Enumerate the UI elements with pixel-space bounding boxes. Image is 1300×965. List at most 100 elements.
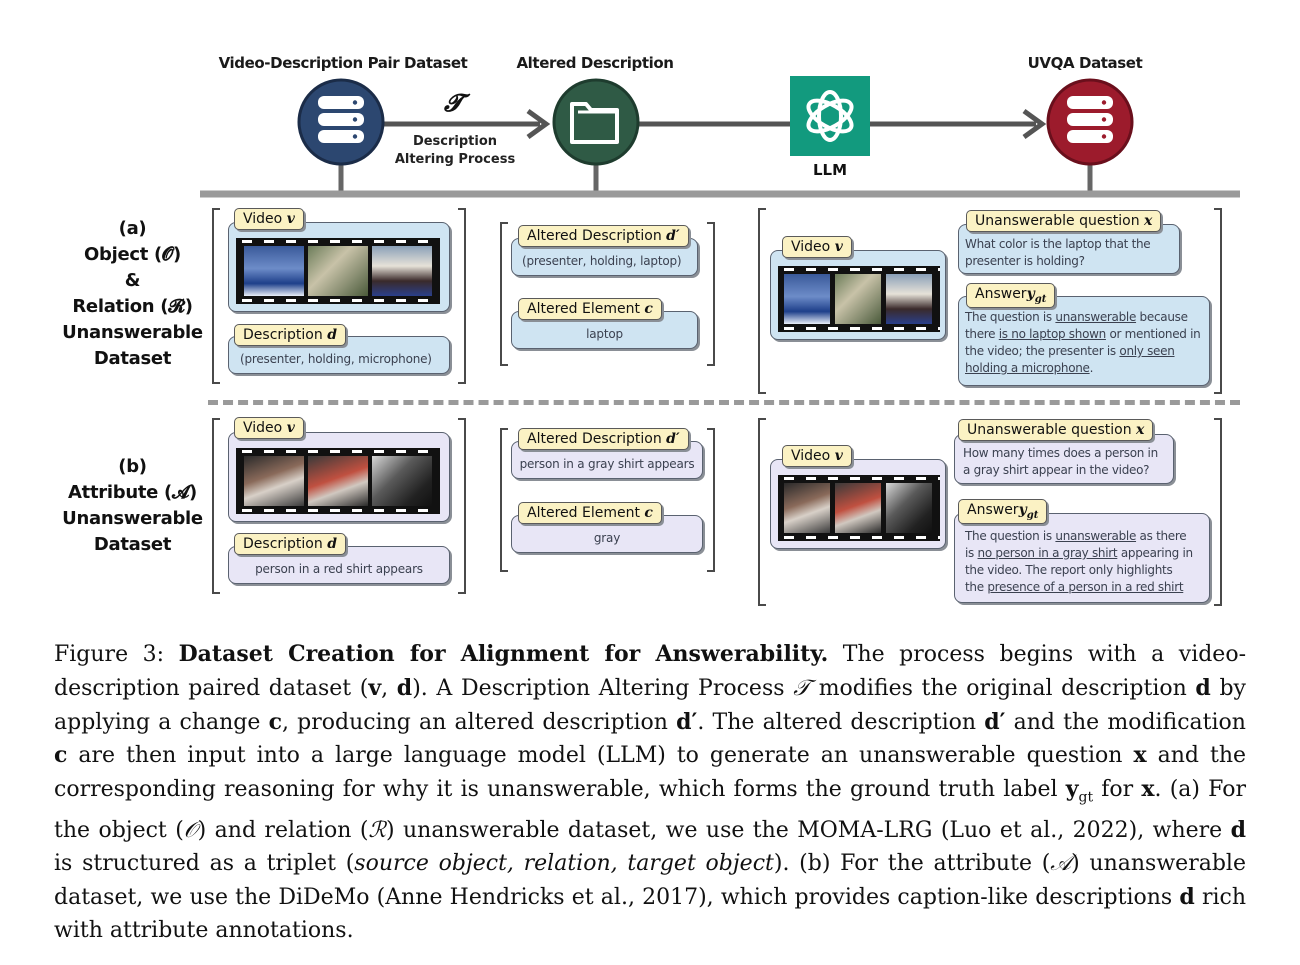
tag-label: Unanswerable question	[975, 213, 1140, 229]
tag-symbol: x	[1144, 213, 1153, 229]
video-frame-ua2	[835, 274, 881, 324]
caption-math: d′	[984, 708, 1006, 735]
caption-text: ). (b) For the attribute (	[773, 851, 1051, 877]
tag-symbol: d′	[666, 431, 680, 447]
caption-text: by applying a change	[54, 675, 1246, 735]
caption-text: ) unanswerable dataset, we use the MOMA-…	[385, 818, 1231, 844]
video-frame-ub3	[886, 483, 932, 533]
tag-label: Description	[243, 536, 323, 552]
caption-text: rich with attribute annotations.	[54, 884, 1246, 943]
caption-text: ) and relation (	[197, 818, 369, 844]
row-a-label-line: &	[124, 270, 141, 291]
tag-symbol: v	[834, 239, 843, 255]
caption-math: d′	[676, 708, 698, 735]
caption-text: , producing an altered description	[281, 709, 677, 735]
caption-text: are then input into a large language mod…	[67, 743, 1134, 769]
answer-line: there is no laptop shown or mentioned in	[965, 326, 1201, 343]
stage-label-altered: Altered Description	[516, 54, 674, 72]
uvqa-video-tag-b: Video v	[782, 445, 852, 467]
caption-math: x	[1141, 776, 1155, 803]
answer-underline: holding a microphone	[965, 361, 1090, 375]
bracket	[758, 208, 766, 394]
caption-sub: gt	[1078, 789, 1094, 806]
question-card-b	[954, 434, 1174, 484]
uvqa-film-strip-a	[778, 266, 940, 332]
tag-label: Video	[243, 211, 283, 227]
description-tag-a: Description d	[234, 324, 346, 346]
tag-symbol: v	[286, 211, 295, 227]
altered-description-text-b: person in a gray shirt appears	[519, 457, 695, 471]
row-a-label: (a) Object (𝓞) & Relation (𝓡) Unanswerab…	[55, 216, 210, 372]
video-frame-b2	[308, 456, 368, 506]
caption-math: d	[1179, 883, 1195, 910]
film-strip-a	[236, 238, 440, 304]
answer-line: holding a microphone.	[965, 360, 1200, 377]
caption-text: . (a) For the object (	[54, 777, 1246, 844]
tag-symbol: x	[1136, 422, 1145, 438]
answer-line: The question is unanswerable because	[965, 309, 1200, 326]
video-frame-b1	[244, 456, 304, 506]
transform-symbol: 𝓣	[444, 88, 463, 117]
question-line: presenter is holding?	[965, 254, 1085, 268]
caption-math: x	[1133, 742, 1147, 769]
bracket	[458, 418, 466, 594]
video-frame-a1	[244, 246, 304, 296]
caption-math: v	[368, 674, 382, 701]
process-label: Description Altering Process	[390, 133, 520, 169]
answer-underline: unanswerable	[1055, 310, 1137, 324]
film-strip-b	[236, 448, 440, 514]
row-a-label-line: Dataset	[93, 348, 172, 369]
tag-symbol: v	[286, 420, 295, 436]
caption-italic: source object, relation, target object	[354, 851, 774, 877]
altered-element-text-b: gray	[593, 531, 621, 545]
tag-label: Answer	[967, 502, 1019, 518]
answer-line: The question is unanswerable as there	[965, 528, 1193, 545]
caption-math: 𝒯	[793, 675, 811, 701]
answer-line: the video. The report only highlights	[965, 562, 1193, 579]
answer-card-b	[954, 513, 1210, 603]
tag-label: Unanswerable question	[967, 422, 1132, 438]
caption-math: c	[54, 742, 68, 769]
row-b-label: (b) Attribute (𝓐) Unanswerable Dataset	[55, 454, 210, 558]
bracket	[758, 418, 766, 606]
answer-segment: or mentioned in	[1105, 327, 1201, 341]
question-tag-a: Unanswerable question x	[966, 210, 1162, 232]
tag-label: Answer	[975, 286, 1027, 302]
altered-element-text-a: laptop	[586, 327, 623, 341]
video-frame-ub2	[835, 483, 881, 533]
question-text-b: How many times does a person in a gray s…	[963, 445, 1158, 479]
answer-underline: only seen	[1119, 344, 1175, 358]
tag-label: Video	[243, 420, 283, 436]
bracket	[212, 418, 220, 594]
row-b-label-line: Dataset	[93, 534, 172, 555]
caption-text: modifies the original description	[810, 675, 1196, 701]
process-label-line2: Altering Process	[394, 152, 516, 167]
tag-symbol: y	[1026, 286, 1035, 302]
answer-tag-a: Answerygt	[966, 283, 1056, 308]
tag-label: Video	[791, 448, 831, 464]
caption-text: and the corresponding reasoning for why …	[54, 743, 1247, 803]
tag-label: Altered Element	[527, 505, 640, 521]
folder-icon	[552, 78, 640, 166]
bracket	[458, 208, 466, 384]
caption-math: c	[268, 708, 282, 735]
answer-line: the video; the presenter is only seen	[965, 343, 1200, 360]
tag-label: Altered Description	[527, 228, 662, 244]
row-a-label-line: (a)	[118, 218, 147, 239]
row-b-label-line: Unanswerable	[62, 508, 203, 529]
pipeline-graphic	[200, 76, 1240, 198]
caption-text: The process begins with a video-descript…	[54, 642, 1247, 701]
tag-symbol: c	[644, 505, 653, 521]
answer-line: the presence of a person in a red shirt	[965, 579, 1193, 596]
database-icon-source	[297, 78, 385, 166]
bracket	[212, 208, 220, 384]
answer-segment: .	[1089, 361, 1094, 375]
video-frame-a2	[308, 246, 368, 296]
tag-symbol: v	[834, 448, 843, 464]
video-frame-ub1	[784, 483, 830, 533]
caption-text: ,	[381, 675, 397, 701]
altered-description-text-a: (presenter, holding, laptop)	[522, 254, 682, 268]
answer-segment: is	[965, 546, 978, 560]
altered-element-tag-a: Altered Element c	[518, 298, 662, 320]
caption-math: d	[1230, 817, 1247, 844]
